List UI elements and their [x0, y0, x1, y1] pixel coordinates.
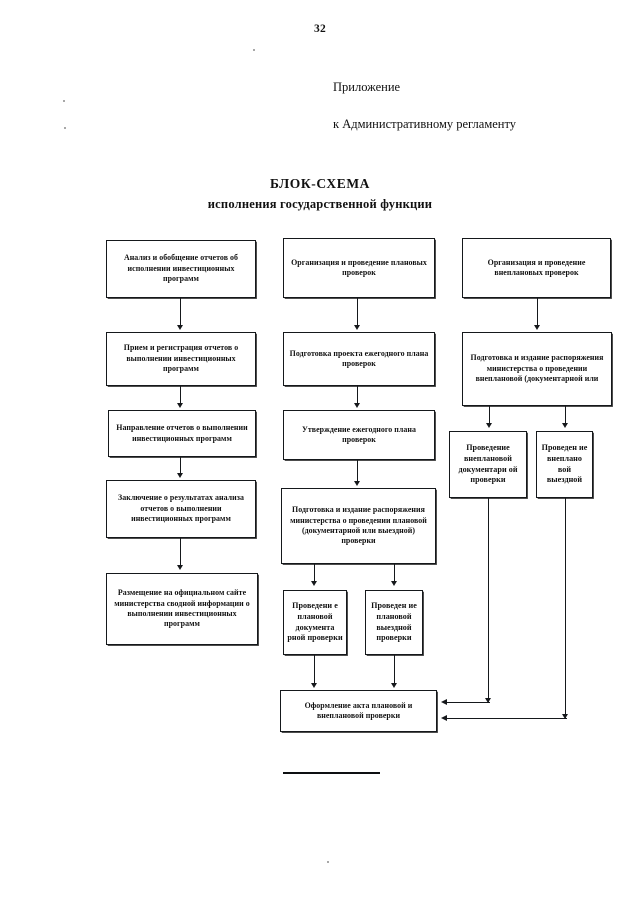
scan-speck [253, 49, 255, 51]
arrow-down-icon [177, 325, 183, 330]
flow-node-label: Направление отчетов о выполнении инвести… [116, 423, 248, 443]
flow-node-label: Проведени е плановой документа рной пров… [287, 601, 343, 643]
flow-node-label: Прием и регистрация отчетов о выполнении… [123, 343, 239, 374]
appendix-label: Приложение [333, 80, 401, 94]
connector-line [447, 718, 567, 720]
arrow-down-icon [311, 683, 317, 688]
arrow-down-icon [562, 423, 568, 428]
arrow-down-icon [391, 581, 397, 586]
flow-node: Заключение о результатах анализа отчетов… [106, 480, 256, 538]
scan-speck [63, 100, 65, 102]
arrow-left-icon [441, 715, 447, 721]
connector-line [180, 386, 182, 403]
flow-node-terminal: Оформление акта плановой и внеплановой п… [280, 690, 437, 732]
flow-node: Размещение на официальном сайте министер… [106, 573, 258, 645]
connector-line [394, 564, 396, 581]
arrow-down-icon [177, 403, 183, 408]
arrow-down-icon [177, 565, 183, 570]
page-subtitle: исполнения государственной функции [207, 197, 433, 211]
flow-node: Организация и проведение плановых провер… [283, 238, 435, 298]
connector-line [565, 406, 567, 423]
page-number: 32 [314, 23, 326, 35]
flow-node: Проведен ие плановой выездной проверки [365, 590, 423, 655]
arrow-down-icon [534, 325, 540, 330]
arrow-down-icon [311, 581, 317, 586]
flow-node: Направление отчетов о выполнении инвести… [108, 410, 256, 457]
arrow-down-icon [354, 325, 360, 330]
flow-node-label: Организация и проведение плановых провер… [291, 257, 427, 277]
flow-node-label: Подготовка и издание распоряжения минист… [470, 353, 604, 384]
flow-node-label: Размещение на официальном сайте министер… [114, 588, 250, 629]
connector-line [537, 298, 539, 325]
arrow-down-icon [354, 481, 360, 486]
connector-line [357, 298, 359, 325]
flow-node: Анализ и обобщение отчетов об исполнении… [106, 240, 256, 298]
arrow-down-icon [562, 714, 568, 719]
connector-line [314, 655, 316, 683]
flow-node-label: Оформление акта плановой и внеплановой п… [304, 700, 413, 720]
connector-line [394, 655, 396, 683]
connector-line [314, 564, 316, 581]
flow-node: Проведени е плановой документа рной пров… [283, 590, 347, 655]
arrow-down-icon [177, 473, 183, 478]
connector-line [357, 460, 359, 481]
arrow-down-icon [485, 698, 491, 703]
connector-line [180, 538, 182, 565]
flow-node-label: Проведение внеплановой документари ой пр… [458, 443, 518, 485]
flow-node-label: Анализ и обобщение отчетов об исполнении… [123, 253, 239, 284]
arrow-down-icon [486, 423, 492, 428]
flow-node-label: Заключение о результатах анализа отчетов… [118, 493, 244, 524]
connector-line [447, 702, 490, 704]
flow-node: Проведение внеплановой документари ой пр… [449, 431, 527, 498]
flow-node-label: Подготовка проекта ежегодного плана пров… [289, 348, 429, 368]
footer-divider [283, 772, 380, 774]
scan-speck [64, 127, 66, 129]
arrow-left-icon [441, 699, 447, 705]
flow-node: Утверждение ежегодного плана проверок [283, 410, 435, 460]
flow-node-label: Подготовка и издание распоряжения минист… [290, 505, 427, 546]
page-title: БЛОК-СХЕМА [269, 176, 371, 191]
flow-node: Подготовка проекта ежегодного плана пров… [283, 332, 435, 386]
connector-line [565, 498, 567, 719]
scan-speck [327, 861, 329, 863]
flow-node-label: Проведен ие плановой выездной проверки [371, 601, 417, 643]
connector-line [180, 457, 182, 473]
connector-line [357, 386, 359, 403]
flow-node: Подготовка и издание распоряжения минист… [281, 488, 436, 564]
flow-node: Проведен ие внеплано вой выездной [536, 431, 593, 498]
flow-node-label: Утверждение ежегодного плана проверок [302, 424, 416, 444]
flow-node: Прием и регистрация отчетов о выполнении… [106, 332, 256, 386]
connector-line [489, 406, 491, 423]
arrow-down-icon [354, 403, 360, 408]
arrow-down-icon [391, 683, 397, 688]
appendix-regulation-reference: к Административному регламенту [333, 117, 517, 131]
flow-node-label: Проведен ие внеплано вой выездной [541, 443, 588, 485]
flow-node: Подготовка и издание распоряжения минист… [462, 332, 612, 406]
connector-line [488, 498, 490, 703]
flow-node-label: Организация и проведение внеплановых про… [487, 257, 586, 277]
flow-node: Организация и проведение внеплановых про… [462, 238, 611, 298]
connector-line [180, 298, 182, 325]
